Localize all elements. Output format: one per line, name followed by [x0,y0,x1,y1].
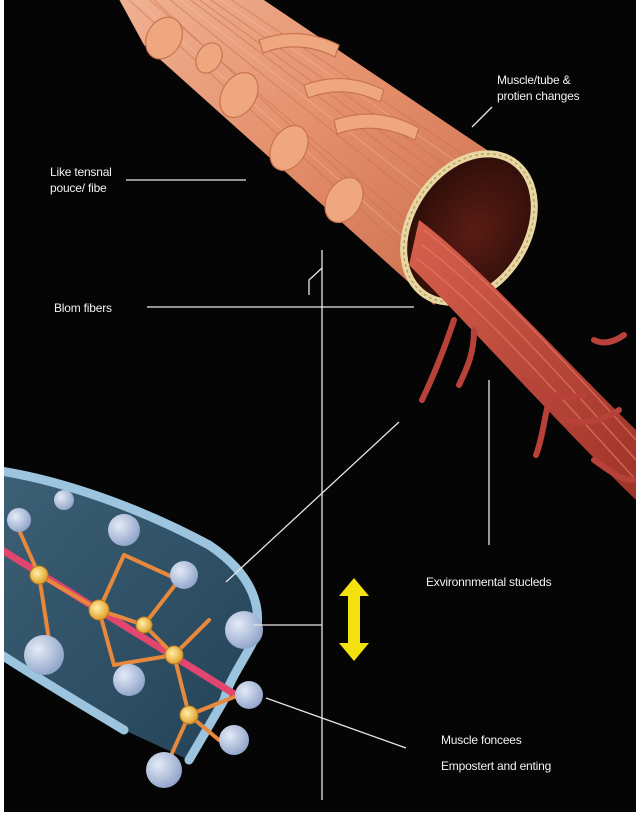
label-muscle-foncees: Muscle foncees [441,732,522,748]
tendon-strands [409,220,636,500]
label-muscle-tube-line2: protien changes [497,88,579,104]
label-tensnal-line2: pouce/ fibe [50,180,112,196]
muscle-fiber-bundle [114,0,561,327]
up-down-arrow-icon [339,578,369,661]
molecular-network [4,470,263,788]
label-muscle-tube: Muscle/tube & protien changes [497,72,579,104]
illustration [4,0,636,812]
label-tensnal-line1: Like tensnal [50,164,112,180]
label-tensnal: Like tensnal pouce/ fibe [50,164,112,196]
label-empostert: Empostert and enting [441,758,551,774]
label-environmental: Exvironnmental stucleds [426,574,551,590]
label-muscle-tube-line1: Muscle/tube & [497,72,579,88]
label-blom-fibers: Blom fibers [54,300,112,316]
diagram-canvas: Muscle/tube & protien changes Like tensn… [4,0,636,812]
